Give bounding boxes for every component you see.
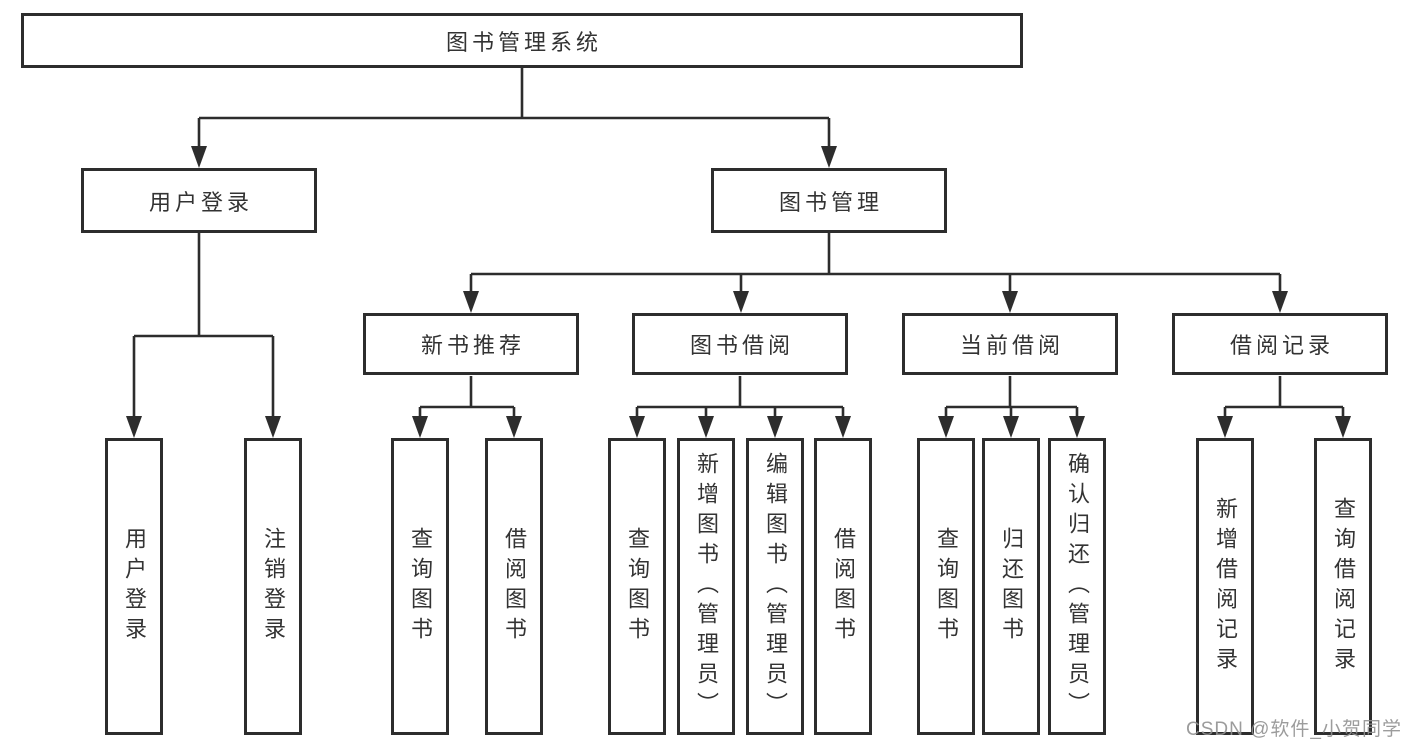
node-current-borrow: 当前借阅 <box>902 313 1118 375</box>
leaf-newbook-borrow-books: 借阅图书 <box>485 438 543 735</box>
node-user-login-label: 用户登录 <box>148 189 253 215</box>
node-new-book-recommend: 新书推荐 <box>363 313 579 375</box>
node-root-system: 图书管理系统 <box>21 13 1023 68</box>
leaf-logout: 注销登录 <box>244 438 302 735</box>
leaf-current-query-books: 查询图书 <box>917 438 975 735</box>
leaf-newbook-borrow-books-label: 借阅图书 <box>502 526 527 647</box>
node-user-login: 用户登录 <box>81 168 317 233</box>
leaf-newbook-query-books: 查询图书 <box>391 438 449 735</box>
csdn-watermark: CSDN @软件_小贺同学 <box>1186 719 1402 740</box>
leaf-record-query-borrow-record: 查询借阅记录 <box>1314 438 1372 735</box>
leaf-logout-label: 注销登录 <box>261 526 286 647</box>
node-root-label: 图书管理系统 <box>445 29 602 55</box>
leaf-borrow-add-books-admin: 新增图书（管理员） <box>677 438 735 735</box>
leaf-record-add-borrow-record-label: 新增借阅记录 <box>1213 496 1238 677</box>
leaf-current-confirm-return-admin-label: 确认归还（管理员） <box>1065 451 1090 722</box>
node-book-borrow-label: 图书借阅 <box>689 333 794 358</box>
node-new-book-recommend-label: 新书推荐 <box>420 333 525 358</box>
leaf-user-login-label: 用户登录 <box>122 526 147 647</box>
leaf-record-query-borrow-record-label: 查询借阅记录 <box>1331 496 1356 677</box>
node-book-management-label: 图书管理 <box>778 189 883 215</box>
leaf-user-login: 用户登录 <box>105 438 163 735</box>
leaf-borrow-edit-books-admin: 编辑图书（管理员） <box>746 438 804 735</box>
leaf-borrow-add-books-admin-label: 新增图书（管理员） <box>694 451 719 722</box>
leaf-borrow-edit-books-admin-label: 编辑图书（管理员） <box>763 451 788 722</box>
node-borrow-record: 借阅记录 <box>1172 313 1388 375</box>
arrowheads <box>126 146 1351 438</box>
leaf-borrow-query-books-label: 查询图书 <box>625 526 650 647</box>
leaf-borrow-borrow-books-label: 借阅图书 <box>831 526 856 647</box>
node-borrow-record-label: 借阅记录 <box>1229 333 1334 358</box>
leaf-current-query-books-label: 查询图书 <box>934 526 959 647</box>
leaf-borrow-borrow-books: 借阅图书 <box>814 438 872 735</box>
leaf-borrow-query-books: 查询图书 <box>608 438 666 735</box>
leaf-current-return-books: 归还图书 <box>982 438 1040 735</box>
node-current-borrow-label: 当前借阅 <box>959 333 1064 358</box>
node-book-borrow: 图书借阅 <box>632 313 848 375</box>
leaf-newbook-query-books-label: 查询图书 <box>408 526 433 647</box>
node-book-management: 图书管理 <box>711 168 947 233</box>
leaf-record-add-borrow-record: 新增借阅记录 <box>1196 438 1254 735</box>
leaf-current-return-books-label: 归还图书 <box>999 526 1024 647</box>
leaf-current-confirm-return-admin: 确认归还（管理员） <box>1048 438 1106 735</box>
